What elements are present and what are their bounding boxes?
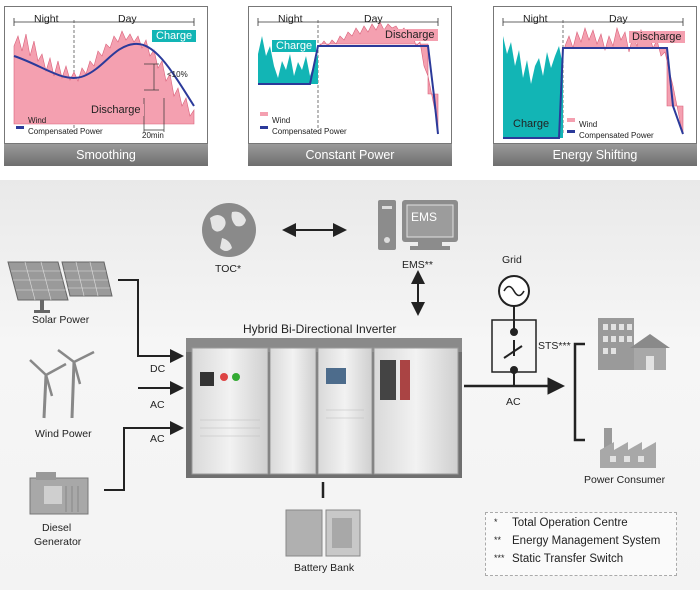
energy-shifting-caption: Energy Shifting (493, 144, 697, 166)
globe-icon (202, 203, 256, 257)
night-label: Night (34, 13, 59, 25)
discharge-label: Discharge (382, 29, 438, 41)
factory-icon (600, 428, 656, 468)
energy-shifting-chart (493, 6, 697, 144)
dc-label: DC (150, 363, 166, 375)
panel-constant-power: Night Day Charge Discharge Wind Compensa… (248, 6, 452, 166)
day-label: Day (609, 13, 628, 25)
time-label: 20min (142, 131, 164, 140)
wind-turbine-icon (29, 349, 95, 419)
panel-smoothing: Night Day Charge Discharge <10% 20min Wi… (4, 6, 208, 166)
legend-row-toc: *Total Operation Centre (494, 517, 628, 529)
day-label: Day (364, 13, 383, 25)
ems-screen-label: EMS (411, 210, 438, 224)
compensated-power-line (258, 45, 439, 135)
legend-wind: Wind (579, 120, 598, 129)
smoothing-chart (4, 6, 208, 144)
legend-row-sts: ***Static Transfer Switch (494, 553, 624, 565)
constant-power-caption: Constant Power (248, 144, 452, 166)
building-icon (598, 318, 670, 370)
charge-label: Charge (513, 118, 550, 130)
battery-label: Battery Bank (294, 562, 355, 574)
legend-row-ems: **Energy Management System (494, 535, 661, 547)
solar-label: Solar Power (32, 314, 90, 326)
ems-label: EMS** (402, 259, 433, 271)
grid-label: Grid (502, 254, 522, 266)
percent-label: <10% (167, 70, 188, 79)
diesel-ac-line (104, 421, 184, 491)
ac-label-2: AC (150, 433, 165, 445)
output-ac-label: AC (506, 396, 521, 408)
grid-icon (498, 275, 530, 307)
charge-label: Charge (272, 40, 317, 52)
toc-label: TOC* (215, 263, 242, 275)
night-label: Night (278, 13, 303, 25)
legend-power: Compensated Power (28, 127, 103, 136)
smoothing-caption: Smoothing (4, 144, 208, 166)
charge-area (503, 36, 563, 138)
wind-area (13, 30, 195, 125)
diesel-label-1: Diesel (42, 522, 72, 534)
night-label: Night (523, 13, 548, 25)
legend-wind: Wind (28, 116, 47, 125)
discharge-label: Discharge (629, 31, 685, 43)
legend-wind: Wind (272, 116, 291, 125)
diesel-label-2: Generator (34, 536, 82, 548)
compensated-power-line (13, 42, 195, 107)
ac-label-1: AC (150, 399, 165, 411)
abbreviation-legend: *Total Operation Centre **Energy Managem… (485, 512, 677, 576)
solar-panel-icon (7, 261, 113, 313)
inverter-cabinet (186, 338, 462, 478)
computer-icon (378, 200, 458, 250)
solar-dc-line (118, 279, 184, 363)
panel-energy-shifting: Night Day Charge Discharge Wind Compensa… (493, 6, 697, 166)
discharge-label: Discharge (88, 104, 144, 116)
inverter-title: Hybrid Bi-Directional Inverter (243, 322, 397, 336)
charge-label: Charge (152, 30, 197, 42)
consumer-bus (573, 342, 585, 442)
diesel-generator-icon (29, 472, 89, 515)
sts-switch-icon (491, 306, 537, 386)
day-label: Day (118, 13, 137, 25)
legend-power: Compensated Power (272, 127, 347, 136)
charge-area (258, 36, 318, 84)
consumer-label: Power Consumer (584, 474, 666, 486)
legend-power: Compensated Power (579, 131, 654, 140)
battery-bank-icon (285, 509, 361, 557)
compensated-power-line (503, 47, 684, 139)
wind-label: Wind Power (35, 428, 92, 440)
sts-label: STS*** (538, 340, 571, 352)
